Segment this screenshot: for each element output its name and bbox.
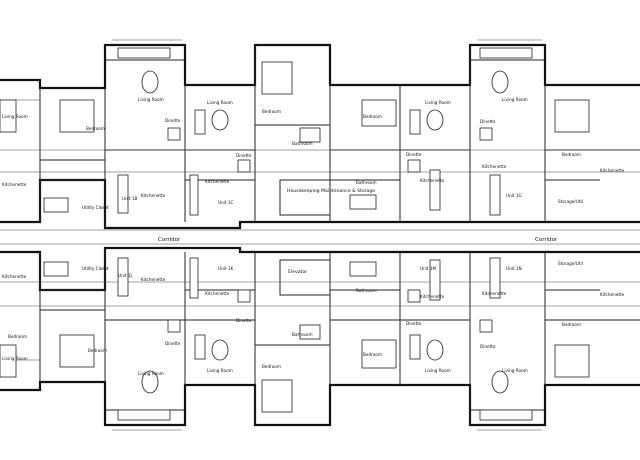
room-label: Bathroom: [292, 141, 313, 146]
room-label: Kitchenette: [2, 274, 27, 279]
room-label: Dinette: [165, 341, 181, 346]
furniture: [0, 47, 590, 421]
room-label: Utility Closet: [82, 205, 109, 210]
room-label: Living Room: [2, 356, 28, 361]
room-label: Bedroom: [8, 334, 27, 339]
room-label: Bedroom: [363, 352, 382, 357]
room-label: Living Room: [425, 100, 451, 105]
room-label: Bedroom: [363, 114, 382, 119]
room-label: Dinette: [480, 119, 496, 124]
room-label: Living Room: [207, 100, 233, 105]
room-label: Kitchenette: [420, 178, 445, 183]
room-label: Bathroom: [292, 332, 313, 337]
unit-label: Unit 1J: [118, 273, 132, 278]
room-label: Elevator: [288, 269, 307, 275]
labels-bottom: Kitchenette Living Room Bedroom Utility …: [2, 261, 625, 376]
dimension-lines: [0, 39, 640, 431]
room-label: Living Room: [207, 368, 233, 373]
room-label: Housekeeping Maintenance & Storage: [287, 188, 375, 194]
room-label: Kitchenette: [205, 291, 230, 296]
room-label: Kitchenette: [420, 294, 445, 299]
room-label: Bedroom: [86, 126, 105, 131]
unit-label: Unit 1K: [218, 266, 234, 271]
corridor-label: Corridor: [535, 237, 558, 243]
room-label: Kitchenette: [2, 182, 27, 187]
corridor: [0, 229, 640, 245]
room-label: Dinette: [236, 318, 252, 323]
room-label: Living Room: [138, 97, 164, 102]
room-label: Storage/Util: [558, 199, 583, 204]
room-label: Living Room: [2, 114, 28, 119]
room-label: Bedroom: [562, 152, 581, 157]
corridor-label: Corridor: [158, 237, 181, 243]
room-label: Living Room: [425, 368, 451, 373]
room-label: Kitchenette: [600, 292, 625, 297]
room-label: Dinette: [480, 344, 496, 349]
unit-label: Unit 1M: [420, 266, 437, 271]
unit-label: Unit 1B: [122, 196, 138, 201]
room-label: Utility Closet: [82, 266, 109, 271]
room-label: Living Room: [502, 368, 528, 373]
top-unit-walls: [0, 43, 640, 230]
room-label: Kitchenette: [205, 179, 230, 184]
room-label: Bathroom: [356, 180, 377, 185]
room-label: Kitchenette: [482, 164, 507, 169]
room-label: Kitchenette: [482, 291, 507, 296]
room-label: Kitchenette: [600, 168, 625, 173]
room-label: Living Room: [502, 97, 528, 102]
labels-top: Living Room Kitchenette Living Room Dine…: [2, 97, 625, 210]
room-label: Bathroom: [356, 288, 377, 293]
bottom-unit-walls: [0, 246, 640, 427]
room-label: Dinette: [406, 152, 422, 157]
room-label: Dinette: [406, 321, 422, 326]
room-label: Bedroom: [562, 322, 581, 327]
room-label: Dinette: [165, 118, 181, 123]
room-label: Bedroom: [88, 348, 107, 353]
room-label: Bedroom: [262, 364, 281, 369]
room-label: Storage/Util: [558, 261, 583, 266]
room-label: Dinette: [236, 153, 252, 158]
room-label: Kitchenette: [141, 193, 166, 198]
unit-label: Unit 1N: [506, 266, 522, 271]
unit-label: Unit 1C: [218, 200, 234, 205]
unit-label: Unit 1G: [506, 193, 522, 198]
room-label: Living Room: [138, 371, 164, 376]
room-label: Bedroom: [262, 109, 281, 114]
room-label: Kitchenette: [141, 277, 166, 282]
